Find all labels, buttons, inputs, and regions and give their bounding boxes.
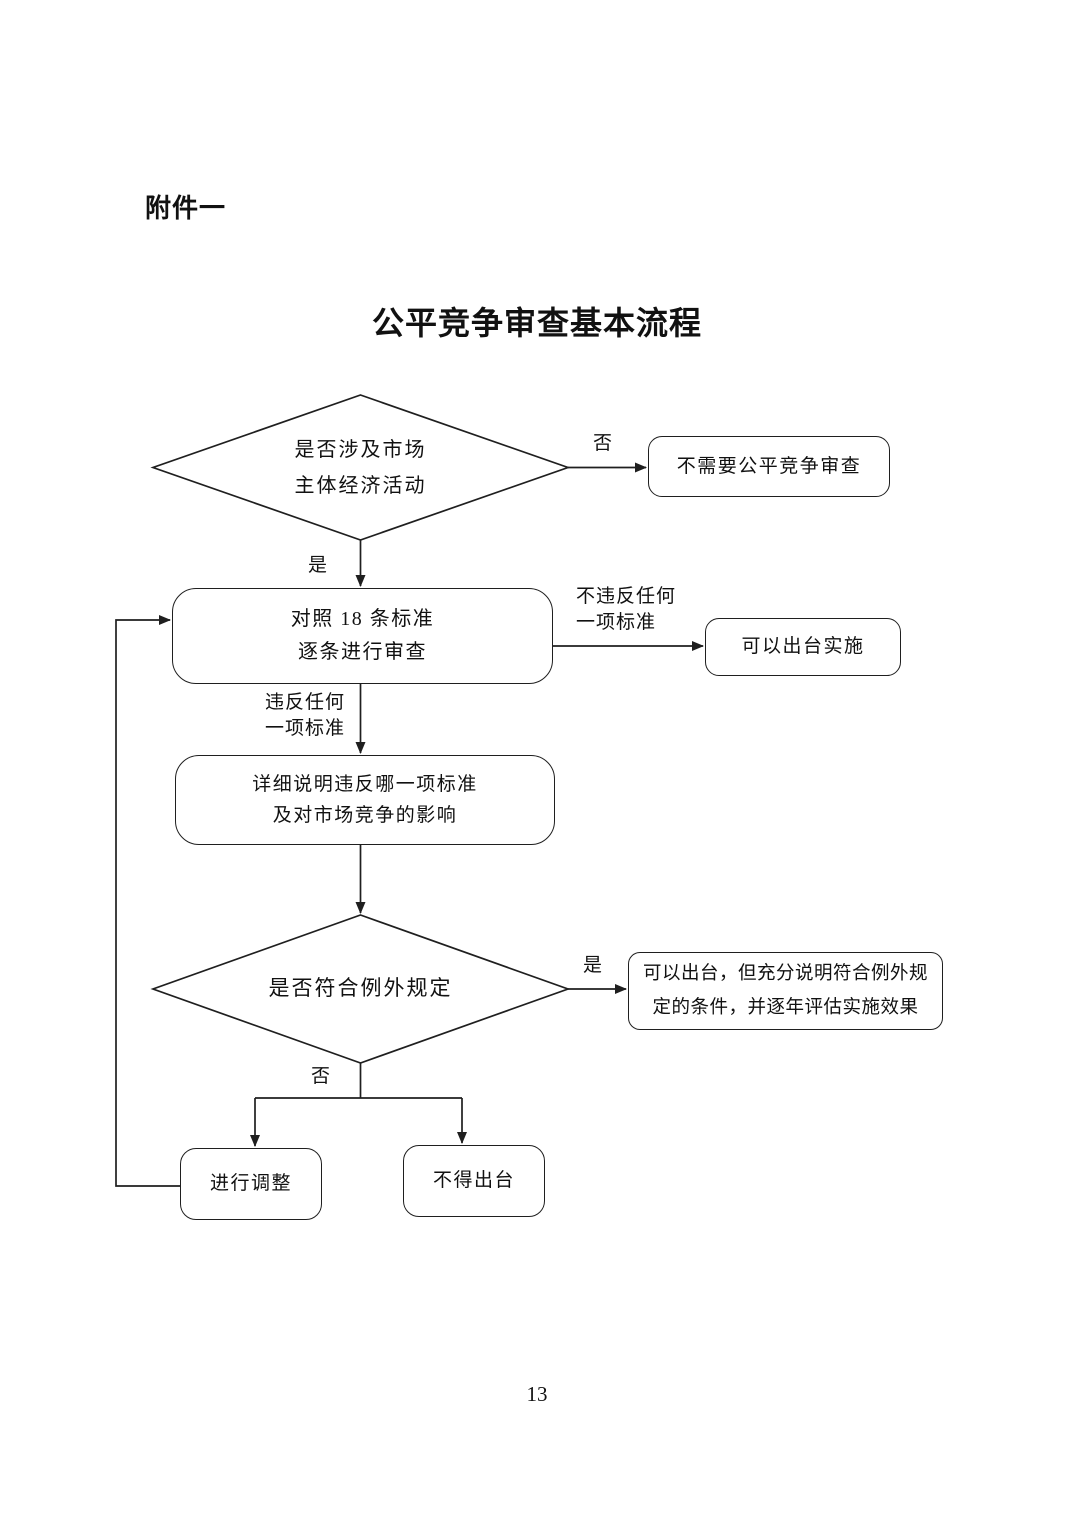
node-implement-with-exception: 可以出台，但充分说明符合例外规 定的条件，并逐年评估实施效果 — [628, 952, 943, 1030]
edge-label-yes-exception: 是 — [583, 955, 604, 976]
node-adjust: 进行调整 — [180, 1148, 322, 1220]
node-no-review: 不需要公平竞争审查 — [648, 436, 890, 497]
page-number: 13 — [526, 1382, 548, 1406]
page-title: 公平竞争审查基本流程 — [371, 305, 702, 341]
node-no-issue: 不得出台 — [403, 1145, 545, 1217]
edge-adjust-loop-back — [115, 615, 180, 1187]
node-can-implement: 可以出台实施 — [705, 618, 901, 676]
node-review-standards: 对照 18 条标准 逐条进行审查 — [172, 588, 553, 684]
edge-label-not-violating: 不违反任何 一项标准 — [576, 586, 677, 633]
node-explain-violation: 详细说明违反哪一项标准 及对市场竞争的影响 — [175, 755, 555, 845]
decision-market-label: 是否涉及市场 主体经济活动 — [294, 438, 427, 497]
edge-label-no-exception: 否 — [311, 1066, 332, 1087]
edge-label-yes-market: 是 — [308, 555, 329, 576]
decision-exception-label: 是否符合例外规定 — [268, 976, 453, 1001]
attachment-label: 附件一 — [145, 193, 227, 223]
edge-label-violating: 违反任何 一项标准 — [265, 692, 346, 739]
edge-label-no-market: 否 — [593, 433, 614, 454]
